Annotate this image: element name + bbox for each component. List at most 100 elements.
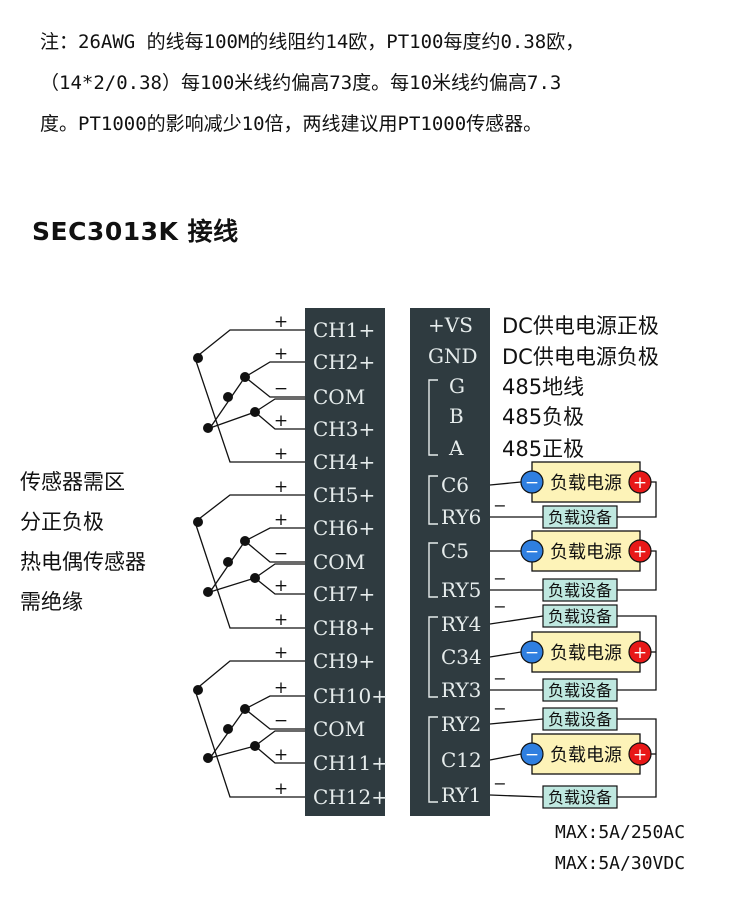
com-junction (223, 392, 233, 402)
load-power-label: 负载电源 (550, 643, 622, 664)
load-power-label: 负载电源 (550, 745, 622, 766)
plus-sign: + (274, 312, 288, 332)
minus-terminal-icon (520, 539, 544, 563)
left-terminal-label: CH12+ (313, 785, 388, 809)
right-terminal-label: G (449, 374, 465, 398)
sensor-wire (244, 361, 305, 378)
ch6-return-wire (617, 481, 657, 518)
plus-sign: + (274, 411, 288, 431)
sensor-junction (193, 517, 203, 527)
sensor-wire (209, 376, 246, 429)
sensor-wire (194, 689, 305, 798)
minus-sign: − (274, 544, 288, 564)
plus-sign: + (274, 643, 288, 663)
left-terminal-label: COM (313, 550, 365, 574)
plus-terminal-glyph: + (633, 542, 647, 562)
sensor-wire (254, 398, 305, 413)
sensor-wire (244, 540, 305, 563)
terminal-description: DC供电电源正极 (502, 314, 659, 338)
plus-terminal-glyph: + (633, 643, 647, 663)
terminal-description: 485正极 (502, 437, 584, 461)
plus-terminal-glyph: + (633, 473, 647, 493)
left-terminal-block (305, 308, 385, 816)
ry2-wire (489, 718, 544, 725)
minus-sign: − (274, 711, 288, 731)
sensor-wire (254, 730, 305, 747)
right-terminal-label: RY1 (441, 783, 481, 807)
right-terminal-label: C5 (441, 539, 469, 563)
sensor-wire (194, 494, 305, 523)
plus-sign: + (274, 610, 288, 630)
c12-bracket (428, 716, 438, 803)
left-terminal-label: CH8+ (313, 616, 375, 640)
load-device-label: 负载设备 (548, 788, 612, 807)
sensor-junction (203, 423, 213, 433)
c12-power-box (531, 733, 641, 775)
c5-bracket (428, 542, 438, 598)
sensor-wire (194, 660, 305, 691)
rating-dc: MAX:5A/30VDC (555, 853, 686, 874)
sensor-note-line-4: 需绝缘 (20, 590, 83, 614)
sensor-wire (209, 411, 256, 429)
left-terminal-label: CH6+ (313, 516, 375, 540)
sensor-wire (194, 329, 305, 359)
left-terminal-label: CH7+ (313, 582, 375, 606)
plus-sign: + (274, 576, 288, 596)
left-terminal-label: CH5+ (313, 483, 375, 507)
left-terminal-label: COM (313, 717, 365, 741)
left-terminal-label: CH9+ (313, 649, 375, 673)
sensor-note-line-1: 传感器需区 (20, 470, 125, 494)
relay-minus-sign: − (493, 597, 506, 616)
right-terminal-label: GND (428, 344, 478, 368)
minus-terminal-glyph: − (525, 643, 539, 663)
ch6-power-box (531, 461, 641, 503)
minus-terminal-glyph: − (525, 745, 539, 765)
terminal-description: 485地线 (502, 375, 584, 399)
relay-minus-sign: − (493, 699, 506, 718)
right-terminal-label: RY6 (441, 505, 481, 529)
sensor-wire (244, 527, 305, 542)
plus-sign: + (274, 510, 288, 530)
note-line-3: 度。PT1000的影响减少10倍，两线建议用PT1000传感器。 (40, 113, 543, 135)
sensor-wire (194, 521, 305, 629)
right-terminal-label: B (449, 404, 464, 428)
relay-minus-sign: − (493, 774, 506, 793)
sensor-wire (254, 577, 305, 595)
right-terminal-block (410, 308, 490, 816)
left-terminal-label: CH3+ (313, 417, 375, 441)
sensor-wire (209, 577, 256, 593)
left-terminal-label: CH11+ (313, 751, 388, 775)
c6-bracket (428, 475, 438, 525)
rating-ac: MAX:5A/250AC (555, 822, 686, 843)
c34-bracket (428, 616, 438, 698)
rs485-bracket (428, 379, 438, 456)
plus-sign: + (274, 678, 288, 698)
sensor-junction (193, 353, 203, 363)
ch6-c-wire (489, 481, 522, 486)
right-terminal-label: C12 (441, 748, 482, 772)
sensor-junction (203, 753, 213, 763)
load-power-label: 负载电源 (550, 473, 622, 494)
right-terminal-label: RY5 (441, 578, 481, 602)
minus-terminal-glyph: − (525, 542, 539, 562)
ch5-return-wire (617, 550, 657, 591)
load-device-label: 负载设备 (548, 581, 612, 600)
relay-minus-sign: − (493, 669, 506, 688)
c34-return-wire (617, 615, 657, 691)
right-terminal-label: C34 (441, 645, 482, 669)
minus-terminal-icon (520, 470, 544, 494)
terminal-description: 485负极 (502, 405, 584, 429)
left-terminal-label: CH2+ (313, 350, 375, 374)
load-device-label: 负载设备 (548, 607, 612, 626)
sensor-junction (193, 685, 203, 695)
plus-terminal-glyph: + (633, 745, 647, 765)
plus-sign: + (274, 477, 288, 497)
sensor-junction (203, 587, 213, 597)
sensor-note-line-3: 热电偶传感器 (20, 550, 146, 574)
c34-c-wire (489, 651, 522, 658)
left-terminal-label: CH4+ (313, 450, 375, 474)
sensor-polarity-note: 传感器需区 分正负极 热电偶传感器 需绝缘 (20, 462, 146, 622)
minus-terminal-glyph: − (525, 473, 539, 493)
ry4-wire (489, 615, 544, 625)
